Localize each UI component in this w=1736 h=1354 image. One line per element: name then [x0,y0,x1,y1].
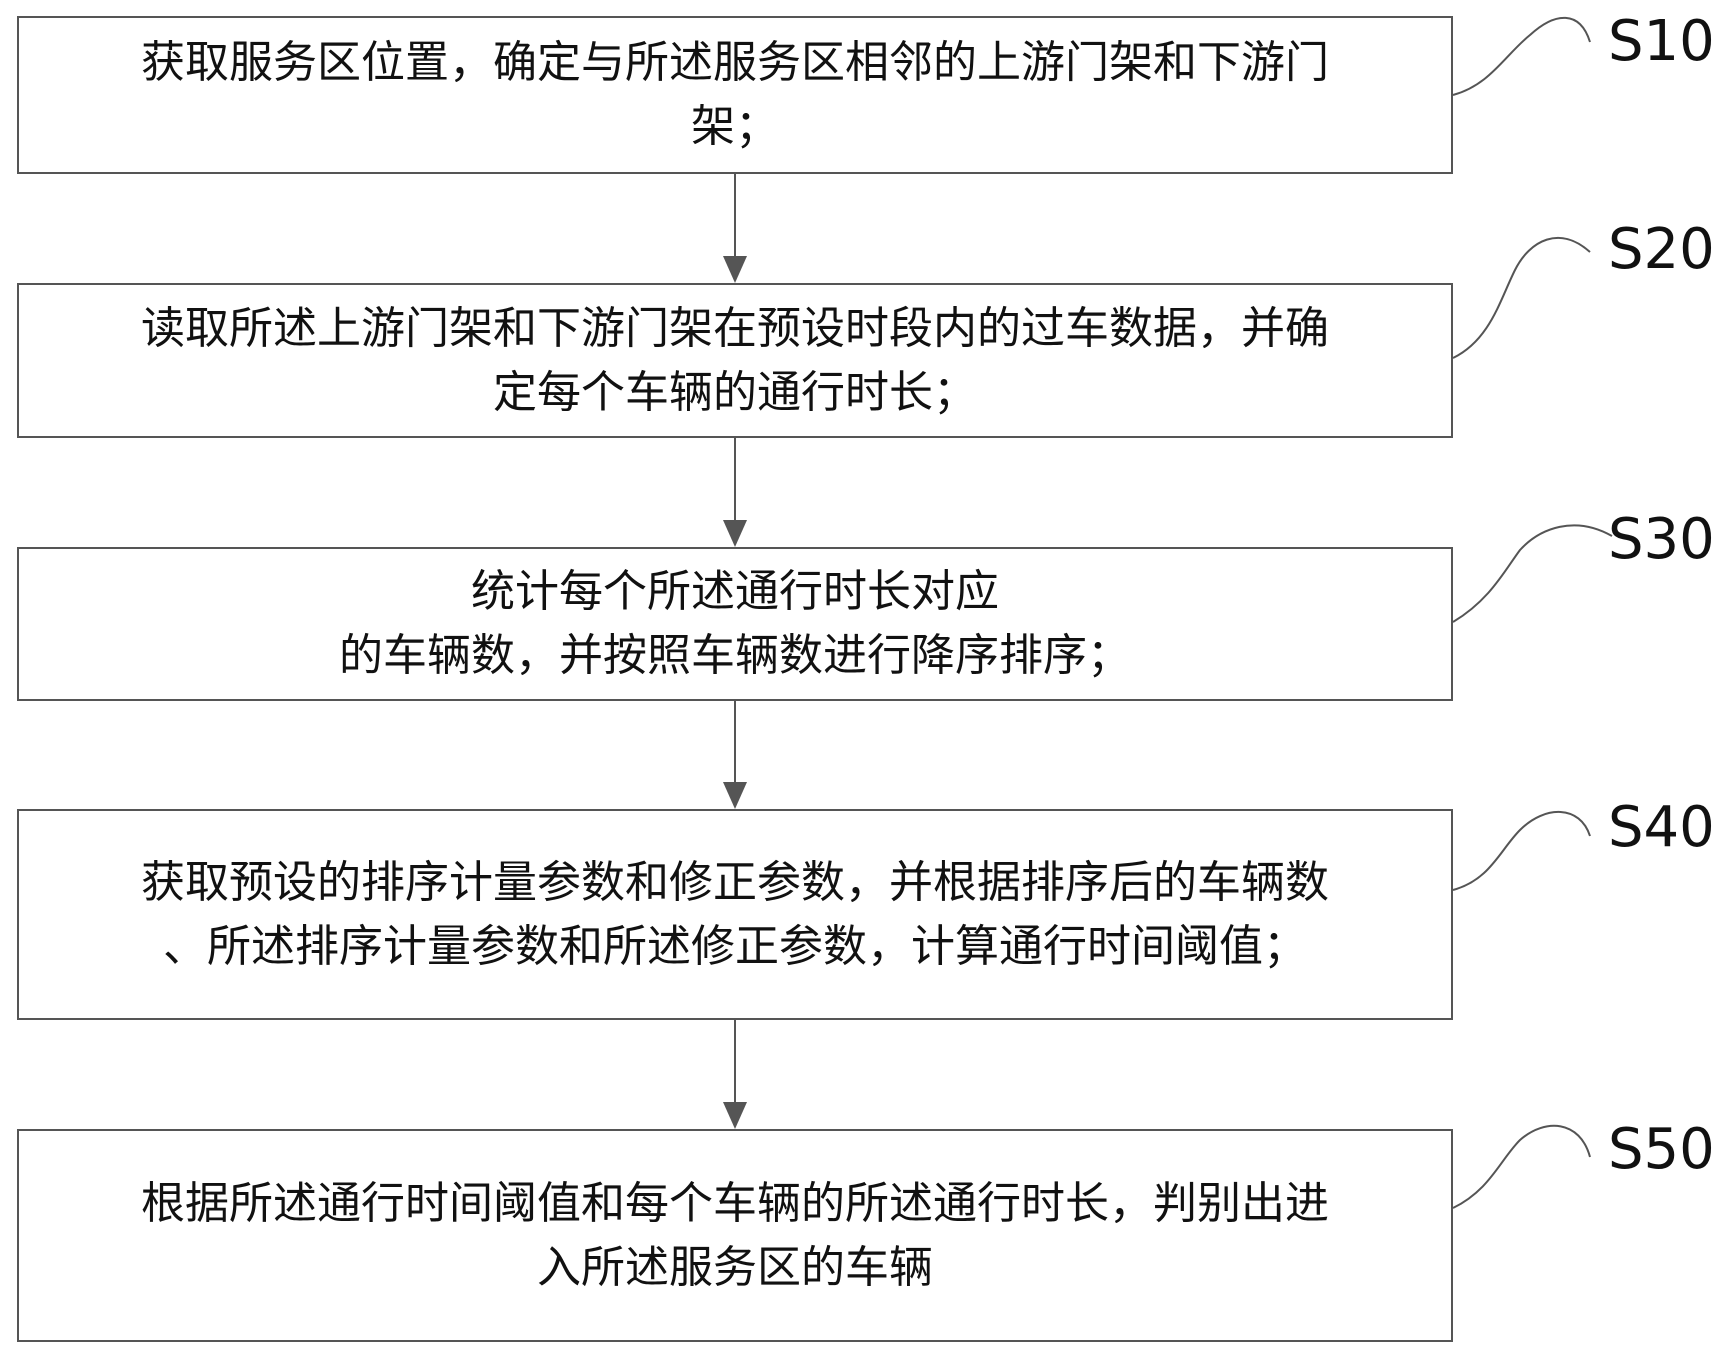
step-label-s40: S40 [1608,795,1715,860]
step-label-s20: S20 [1608,217,1715,282]
step-text-line: 、所述排序计量参数和所述修正参数，计算通行时间阈值； [163,920,1307,972]
leader-line-s30 [1452,524,1613,623]
step-text-s50: 根据所述通行时间阈值和每个车辆的所述通行时长，判别出进 入所述服务区的车辆 [133,1172,1337,1300]
arrow-s30-s40 [723,701,747,809]
step-text-line: 统计每个所述通行时长对应 [471,566,999,617]
step-box-s10: 获取服务区位置，确定与所述服务区相邻的上游门架和下游门 架； [17,16,1453,174]
leader-line-s40 [1452,810,1591,891]
step-box-s50: 根据所述通行时间阈值和每个车辆的所述通行时长，判别出进 入所述服务区的车辆 [17,1129,1453,1342]
step-box-s30: 统计每个所述通行时长对应 的车辆数，并按照车辆数进行降序排序； [17,547,1453,701]
step-text-s40: 获取预设的排序计量参数和修正参数，并根据排序后的车辆数 、所述排序计量参数和所述… [133,851,1337,979]
step-text-line: 读取所述上游门架和下游门架在预设时段内的过车数据，并确 [141,302,1329,354]
step-text-line: 的车辆数，并按照车辆数进行降序排序； [339,630,1131,681]
arrow-s10-s20 [723,174,747,283]
step-text-s20: 读取所述上游门架和下游门架在预设时段内的过车数据，并确 定每个车辆的通行时长； [133,297,1337,425]
leader-line-s20 [1452,236,1591,359]
step-text-line: 根据所述通行时间阈值和每个车辆的所述通行时长，判别出进 [141,1177,1329,1229]
step-label-s30: S30 [1608,507,1715,572]
step-label-s50: S50 [1608,1117,1715,1182]
step-text-s10: 获取服务区位置，确定与所述服务区相邻的上游门架和下游门 架； [133,31,1337,159]
step-text-line: 获取服务区位置，确定与所述服务区相邻的上游门架和下游门 [141,37,1329,88]
step-text-s30: 统计每个所述通行时长对应 的车辆数，并按照车辆数进行降序排序； [331,560,1139,688]
step-text-line: 定每个车辆的通行时长； [493,366,977,418]
step-box-s20: 读取所述上游门架和下游门架在预设时段内的过车数据，并确 定每个车辆的通行时长； [17,283,1453,438]
step-text-line: 获取预设的排序计量参数和修正参数，并根据排序后的车辆数 [141,856,1329,908]
step-text-line: 入所述服务区的车辆 [537,1241,933,1293]
leader-line-s10 [1452,16,1591,96]
arrow-s40-s50 [723,1020,747,1129]
step-box-s40: 获取预设的排序计量参数和修正参数，并根据排序后的车辆数 、所述排序计量参数和所述… [17,809,1453,1020]
step-label-s10: S10 [1608,9,1715,74]
leader-line-s50 [1452,1124,1591,1209]
step-text-line: 架； [691,101,779,152]
arrow-s20-s30 [723,438,747,547]
